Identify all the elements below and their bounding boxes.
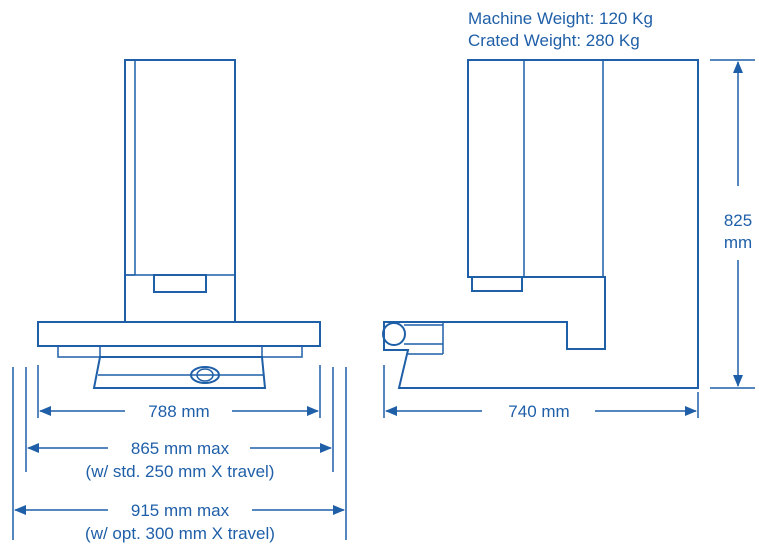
front-spindle-block (153, 274, 207, 293)
front-extension-lines (12, 365, 347, 540)
front-table (37, 321, 321, 347)
side-extension-lines (383, 59, 755, 418)
dimension-915: 915 mm max (w/ opt. 300 mm X travel) (14, 501, 345, 543)
weights-label: Machine Weight: 120 Kg Crated Weight: 28… (468, 9, 653, 50)
front-view-machine (37, 59, 321, 389)
front-base (92, 356, 267, 389)
depth-label: 740 mm (508, 402, 569, 421)
dimension-788: 788 mm (39, 402, 319, 421)
width-max-std-note: (w/ std. 250 mm X travel) (86, 462, 275, 481)
front-saddle (57, 345, 303, 358)
dimension-740: 740 mm (385, 402, 697, 421)
width-max-opt-note: (w/ opt. 300 mm X travel) (85, 524, 275, 543)
height-unit-label: mm (724, 233, 752, 252)
width-std-label: 788 mm (148, 402, 209, 421)
front-column (124, 59, 236, 323)
height-value-label: 825 (724, 211, 752, 230)
crated-weight-text: Crated Weight: 280 Kg (468, 31, 640, 50)
side-view-machine (382, 59, 699, 389)
front-handwheel-icon (190, 366, 220, 384)
side-outline (383, 59, 699, 389)
width-max-opt-label: 915 mm max (131, 501, 230, 520)
dimension-825: 825 mm (724, 61, 752, 387)
width-max-std-label: 865 mm max (131, 439, 230, 458)
machine-weight-text: Machine Weight: 120 Kg (468, 9, 653, 28)
side-handwheel-icon (382, 322, 406, 346)
dimension-865: 865 mm max (w/ std. 250 mm X travel) (27, 439, 332, 481)
side-spindle-block (471, 276, 523, 292)
